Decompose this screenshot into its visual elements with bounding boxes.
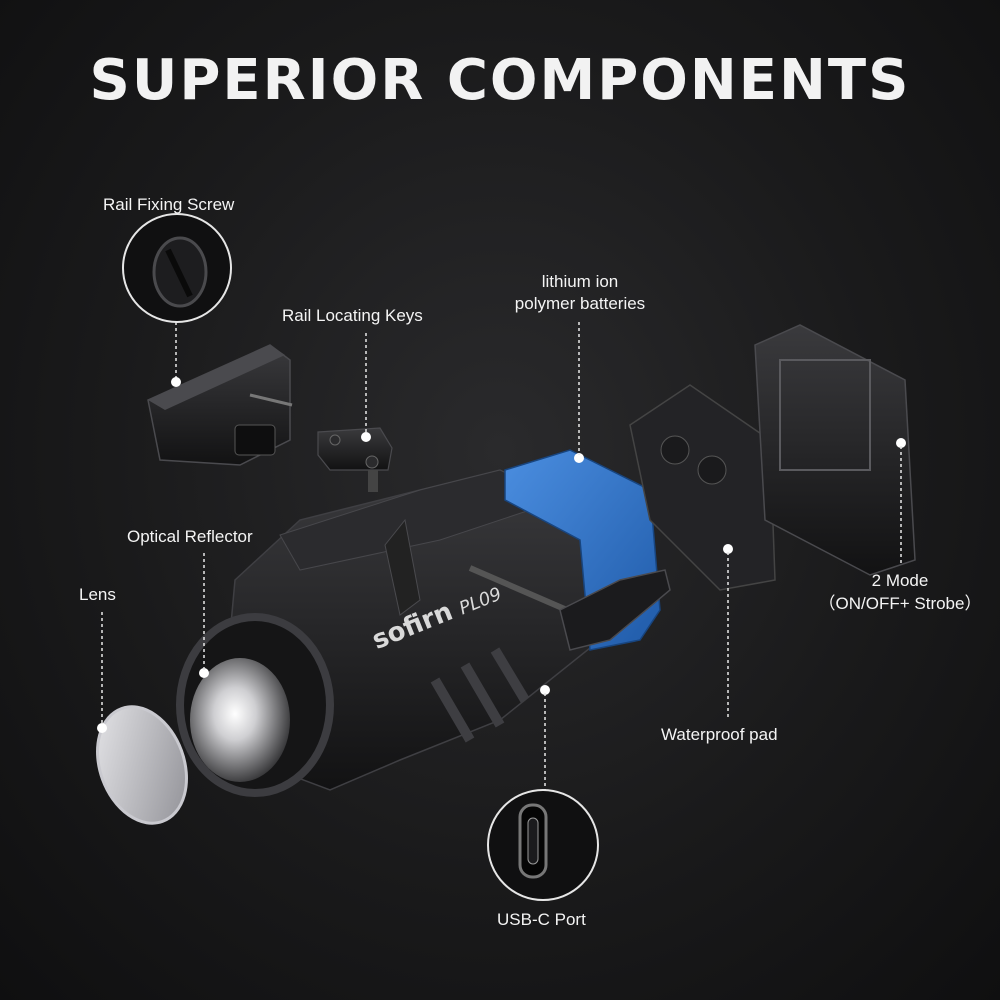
rail-clamp-part <box>147 344 293 466</box>
rail-locating-keys-part <box>317 427 393 492</box>
rail-fixing-screw-callout <box>122 213 232 323</box>
label-rail-locating-keys: Rail Locating Keys <box>282 306 423 325</box>
label-rail-fixing-screw: Rail Fixing Screw <box>103 195 235 214</box>
waterproof-pad-part <box>629 384 776 591</box>
usb-c-port-callout <box>487 789 599 901</box>
label-waterproof-pad: Waterproof pad <box>661 725 778 744</box>
leader-lines <box>101 322 902 790</box>
switch-lever-part <box>468 565 671 651</box>
page-title: SUPERIOR COMPONENTS <box>89 48 911 113</box>
label-mode-line1: 2 Mode <box>871 571 929 590</box>
lens-part <box>96 705 188 825</box>
label-battery-line1: lithium ion <box>541 272 619 291</box>
label-optical-reflector: Optical Reflector <box>127 527 253 546</box>
label-mode-line2: （ON/OFF+ Strobe） <box>818 594 982 613</box>
optical-reflector-part <box>176 613 334 797</box>
label-battery-line2: polymer batteries <box>514 294 646 313</box>
mode-module-part <box>754 324 916 576</box>
label-lens: Lens <box>79 585 116 604</box>
label-usb-c-port: USB-C Port <box>497 910 586 929</box>
